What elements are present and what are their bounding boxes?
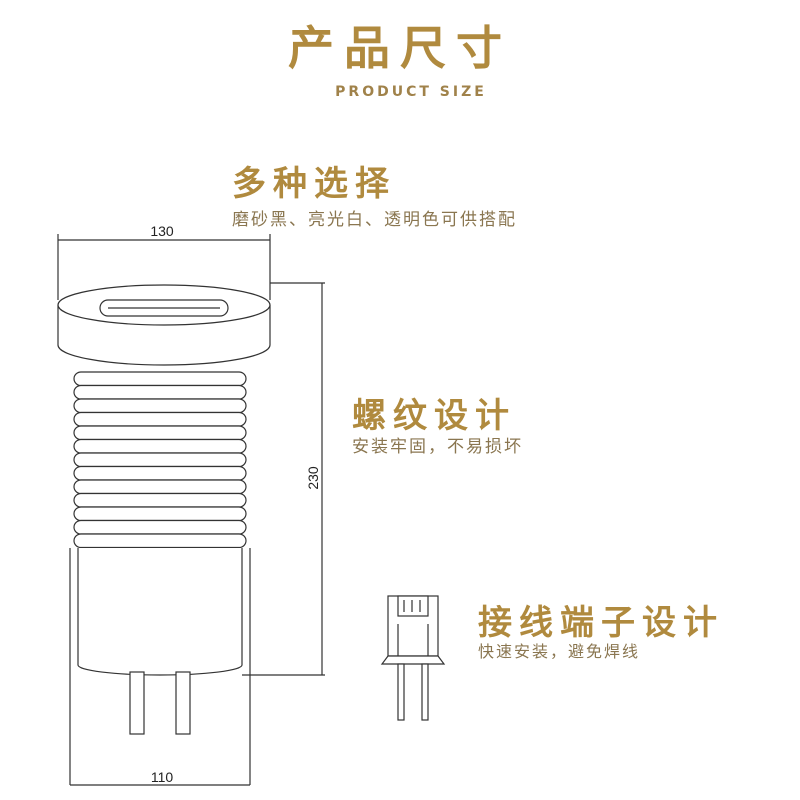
pin-right [175, 671, 191, 735]
thread-rib [73, 425, 247, 441]
thread-rib [73, 411, 247, 427]
feature-desc-thread: 安装牢固，不易损坏 [352, 437, 523, 457]
feature-desc-terminal: 快速安装，避免焊线 [478, 642, 641, 661]
feature-title-terminal: 接线端子设计 [478, 603, 724, 643]
thread-rib [73, 533, 247, 549]
thread-rib [73, 398, 247, 414]
thread-rib [73, 438, 247, 454]
thread-rib [73, 519, 247, 535]
thread-rib [73, 371, 247, 387]
thread-rib [73, 465, 247, 481]
terminal-connector [380, 595, 446, 721]
feature-desc-choices: 磨砂黑、亮光白、透明色可供搭配 [232, 210, 517, 230]
thread-rib [73, 479, 247, 495]
page-subtitle: PRODUCT SIZE [335, 84, 487, 100]
feature-title-choices: 多种选择 [232, 164, 396, 204]
thread-rib [73, 506, 247, 522]
page-title: 产品尺寸 [288, 21, 512, 75]
thread-rib [73, 452, 247, 468]
feature-title-thread: 螺纹设计 [352, 396, 516, 436]
pin-left [129, 671, 145, 735]
dim-label-bottom-width: 110 [151, 769, 174, 785]
thread-ribs [73, 371, 247, 549]
lower-body [77, 548, 243, 676]
dim-label-height: 230 [305, 466, 321, 490]
thread-rib [73, 492, 247, 508]
thread-rib [73, 384, 247, 400]
dim-label-top-width: 130 [150, 223, 174, 239]
